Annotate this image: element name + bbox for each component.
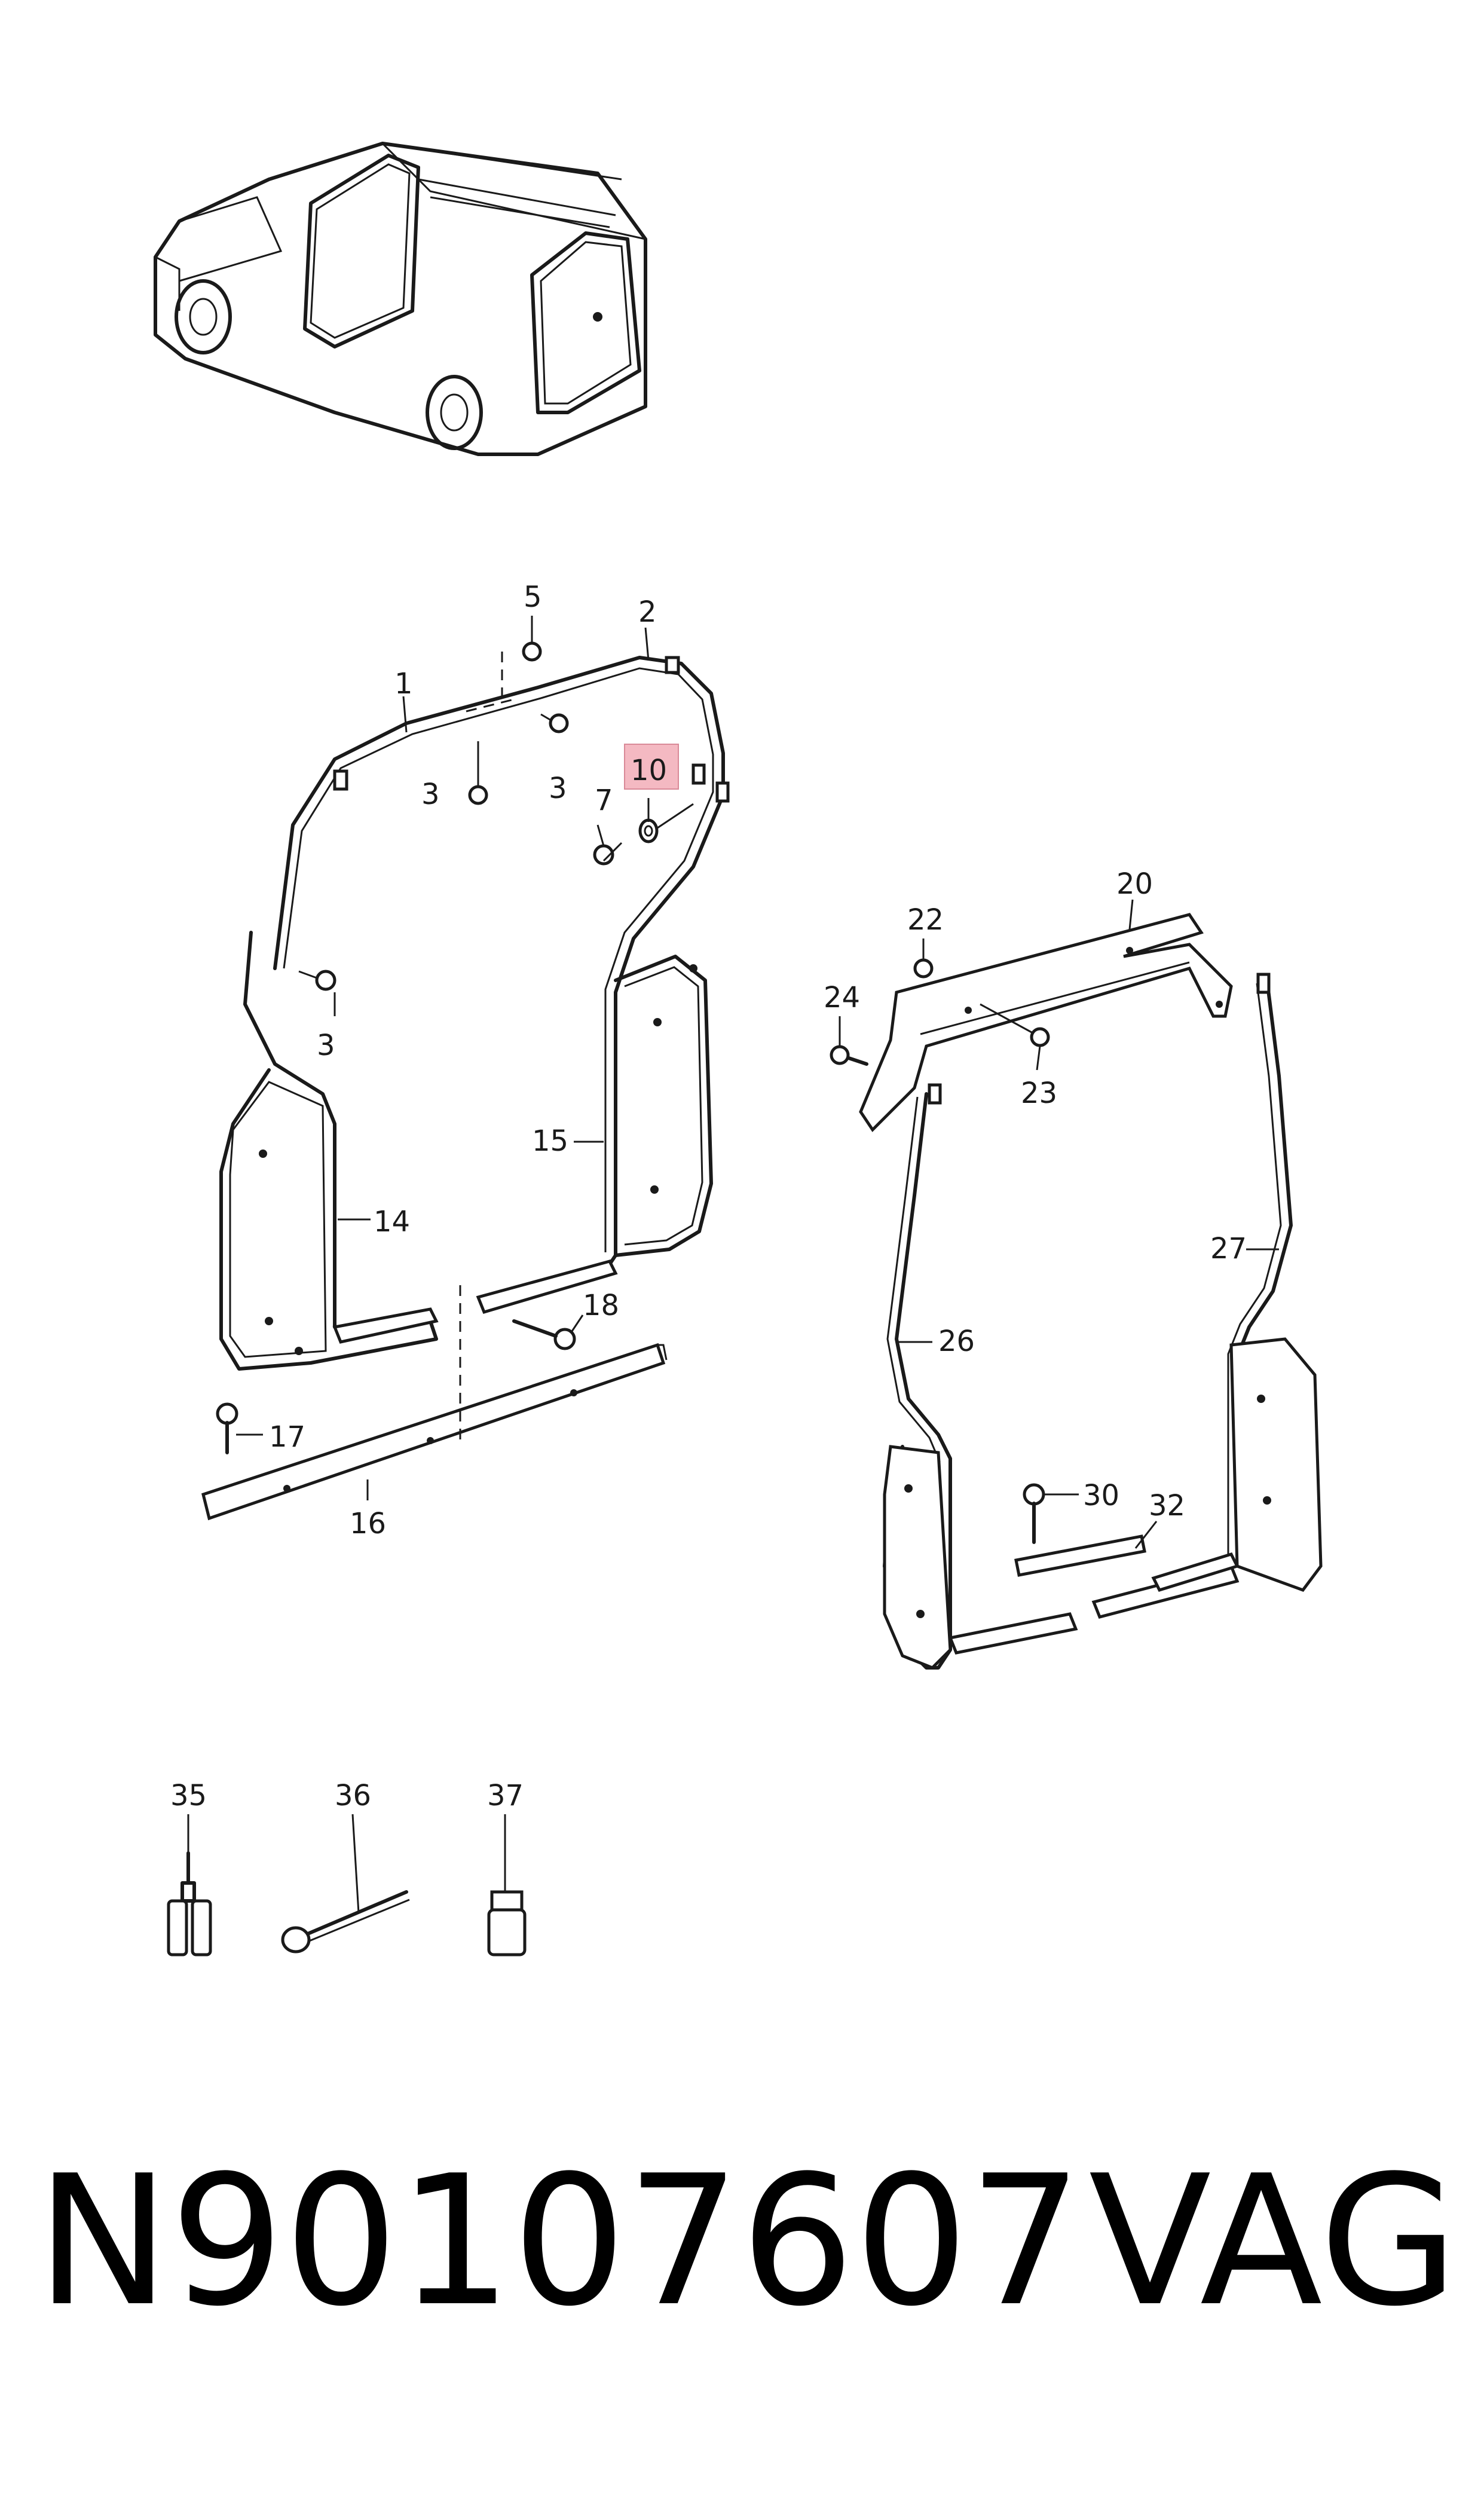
caption: N90107607 VAG <box>36 2152 1458 2331</box>
callout-3-a: 3 <box>421 778 440 811</box>
bolt-7 <box>593 842 623 866</box>
bolt-5 <box>522 616 542 662</box>
bolt-3-upper-left <box>468 741 488 805</box>
bolt-3-lower <box>298 970 336 991</box>
rear-door-seal <box>530 231 641 414</box>
callout-23: 23 <box>1021 1077 1057 1110</box>
callout-27: 27 <box>1210 1232 1247 1265</box>
callout-10: 10 <box>631 754 667 787</box>
part-35-connector <box>167 1851 212 1956</box>
bolt-3-upper-right <box>540 713 569 733</box>
callout-37: 37 <box>487 1779 524 1812</box>
callout-36: 36 <box>335 1779 371 1812</box>
brand-name: VAG <box>1088 2137 1458 2346</box>
callout-20: 20 <box>1116 867 1153 901</box>
part-36-hose <box>281 1890 410 1954</box>
callout-18: 18 <box>583 1289 619 1322</box>
left-seal-assembly <box>201 652 730 1521</box>
bolt-18 <box>512 1319 576 1350</box>
callout-leaders <box>187 627 1279 1913</box>
van-overview-illustration <box>154 142 647 456</box>
bolt-22 <box>913 938 934 979</box>
callout-5: 5 <box>524 580 542 614</box>
bolt-24 <box>830 1045 868 1066</box>
part-number: N90107607 <box>36 2137 1083 2346</box>
callout-26: 26 <box>938 1325 975 1358</box>
callout-17: 17 <box>269 1420 305 1454</box>
side-door-seal <box>303 154 420 348</box>
part-20-upper-frame <box>859 913 1233 1132</box>
callout-1: 1 <box>394 667 413 701</box>
part-1-upper-seal <box>273 656 725 1311</box>
callout-22: 22 <box>907 903 944 937</box>
callout-15: 15 <box>532 1124 568 1158</box>
callout-32: 32 <box>1149 1489 1185 1523</box>
callout-24: 24 <box>824 981 860 1014</box>
callout-7: 7 <box>595 784 613 817</box>
part-15-lower-seal <box>614 955 713 1257</box>
callout-30: 30 <box>1083 1479 1119 1512</box>
part-37-bottle <box>487 1890 527 1956</box>
bolt-23 <box>980 1003 1050 1047</box>
callout-10-highlight <box>624 744 679 790</box>
callout-14: 14 <box>374 1205 410 1239</box>
part-16-sill <box>201 1343 666 1521</box>
callout-3-c: 3 <box>317 1029 335 1062</box>
callout-3-b: 3 <box>549 772 567 805</box>
callout-2: 2 <box>638 595 657 629</box>
callout-35: 35 <box>170 1779 207 1812</box>
right-seal-assembly <box>859 913 1323 1670</box>
bolt-30 <box>1023 1483 1045 1544</box>
bolt-17 <box>216 1402 238 1454</box>
part-14-lower-seal <box>219 931 438 1371</box>
callout-labels: 1 2 5 3 3 3 7 10 14 15 16 17 18 20 22 23… <box>170 580 1247 1812</box>
callout-16: 16 <box>350 1507 386 1540</box>
